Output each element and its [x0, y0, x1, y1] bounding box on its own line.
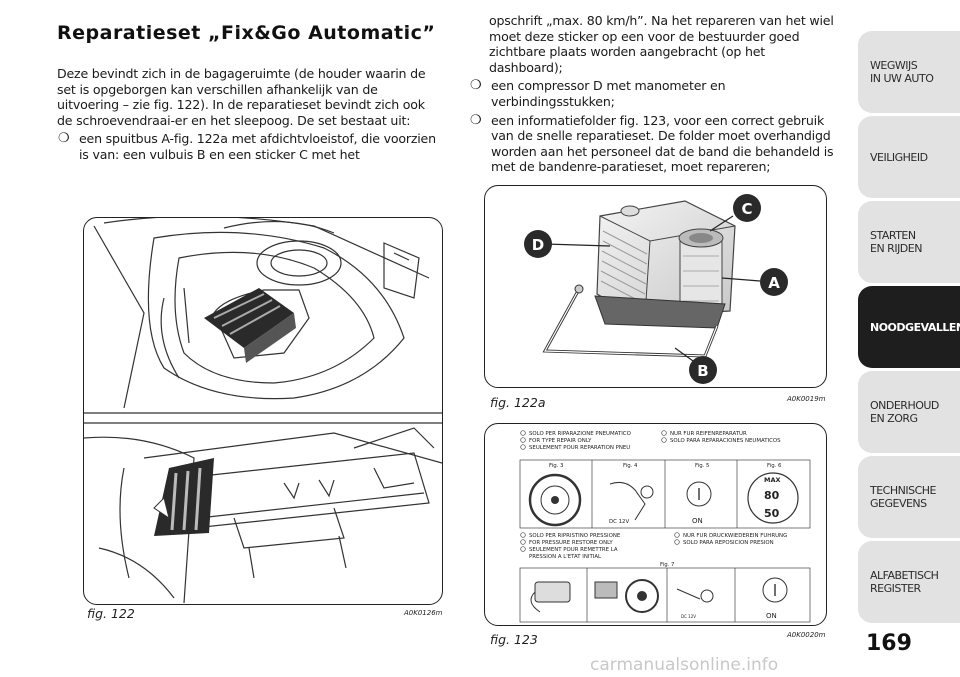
repair-kit-lower [153, 458, 214, 536]
folder-text-en: FOR TYPE REPAIR ONLY [529, 438, 592, 444]
speed-80: 80 [764, 489, 780, 502]
callout-c: C [733, 194, 761, 222]
callout-a-label: A [768, 274, 780, 292]
section-title: Reparatieset „Fix&Go Automatic” [57, 22, 436, 44]
bullet-text: een compressor D met manometer en verbin… [491, 78, 726, 109]
nav-tab-alfabetisch[interactable]: ALFABETISCH REGISTER [858, 541, 960, 623]
figure-123-caption: fig. 123 [490, 632, 538, 647]
nav-tab-veiligheid[interactable]: VEILIGHEID [858, 116, 960, 198]
dc-label-bottom: DC 12V [681, 614, 696, 619]
folder-mid-fr1: SEULEMENT POUR REMETTRE LA [529, 547, 618, 553]
bullet-item-compressor: ❍ een compressor D met manometer en verb… [469, 78, 840, 109]
nav-tab-label: TECHNISCHE GEGEVENS [870, 484, 936, 510]
on-label-bottom: ON [766, 612, 777, 620]
bullet-text: een spuitbus A-fig. 122a met afdichtvloe… [79, 131, 436, 162]
nav-tab-technische[interactable]: TECHNISCHE GEGEVENS [858, 456, 960, 538]
nav-tab-label: VEILIGHEID [870, 150, 928, 164]
bullet-item-folder: ❍ een informatiefolder fig. 123, voor ee… [469, 113, 840, 175]
nav-tab-label: STARTEN EN RIJDEN [870, 229, 922, 255]
nav-tab-onderhoud[interactable]: ONDERHOUD EN ZORG [858, 371, 960, 453]
bullet-mark: ❍ [470, 78, 482, 94]
fig4-label: Fig. 4 [623, 463, 638, 469]
folder-mid-it: SOLO PER RIPRISTINO PRESSIONE [529, 533, 621, 539]
callout-b: B [689, 356, 717, 384]
continued-paragraph: opschrift „max. 80 km/h”. Na het reparer… [489, 13, 834, 75]
intro-paragraph: Deze bevindt zich in de bagageruimte (de… [57, 66, 426, 128]
fig5-label: Fig. 5 [695, 463, 709, 469]
bullet-text: een informatiefolder fig. 123, voor een … [491, 112, 834, 175]
nav-tab-noodgevallen[interactable]: NOODGEVALLEN [858, 286, 960, 368]
figure-122-code: A0K0126m [404, 609, 443, 617]
compressor-drawing: C D A B [524, 194, 788, 384]
callout-b-label: B [697, 362, 708, 380]
chapter-navigation: WEGWIJS IN UW AUTO VEILIGHEID STARTEN EN… [858, 0, 960, 677]
folder-mid-en: FOR PRESSURE RESTORE ONLY [529, 540, 613, 546]
text-column-right: opschrift „max. 80 km/h”. Na het reparer… [469, 13, 840, 175]
text-column-left: Deze bevindt zich in de bagageruimte (de… [57, 66, 442, 163]
nav-tab-starten[interactable]: STARTEN EN RIJDEN [858, 201, 960, 283]
callout-a: A [760, 268, 788, 296]
on-label-top: ON [692, 517, 703, 525]
folder-mid-es: SOLO PARA REPOSICION PRESION [683, 540, 774, 546]
nav-tab-label: ONDERHOUD EN ZORG [870, 399, 939, 425]
nav-tab-label: ALFABETISCH REGISTER [870, 569, 939, 595]
repair-kit-upper [204, 288, 296, 363]
max-label: MAX [764, 476, 781, 484]
dc-label-top: DC 12V [609, 519, 629, 525]
folder-text-es: SOLO PARA REPARACIONES NEUMATICOS [670, 438, 781, 444]
callout-d-label: D [532, 236, 544, 254]
figure-123-info-folder: SOLO PER RIPARAZIONE PNEUMATICO FOR TYPE… [484, 423, 827, 626]
callout-d: D [524, 230, 552, 258]
bullet-item-spray-can: ❍ een spuitbus A-fig. 122a met afdichtvl… [57, 131, 442, 162]
folder-mid-fr2: PRESSION A L'ETAT INITIAL [529, 554, 601, 560]
figure-122-caption: fig. 122 [87, 606, 135, 621]
folder-text-fr: SEULEMENT POUR REPARATION PNEU [529, 445, 630, 451]
folder-mid-de: NUR FUR DRUCKWIEDEREIN FUHRUNG [683, 533, 787, 539]
watermark: carmanualsonline.info [590, 655, 779, 675]
fig6-label: Fig. 6 [767, 463, 782, 469]
page-number: 169 [866, 631, 912, 656]
nav-tab-label: NOODGEVALLEN [870, 320, 960, 334]
figure-122-trunk-illustration [83, 217, 443, 605]
fig3-label: Fig. 3 [549, 463, 563, 469]
folder-text-it: SOLO PER RIPARAZIONE PNEUMATICO [529, 431, 631, 437]
fig7-label: Fig. 7 [660, 562, 674, 568]
speed-50: 50 [764, 507, 780, 520]
folder-text-de: NUR FUR REIFENREPARATUR [670, 431, 747, 437]
figure-122a-compressor: C D A B [484, 185, 827, 388]
bullet-mark: ❍ [470, 112, 482, 128]
figure-123-code: A0K0020m [787, 631, 826, 639]
figure-122a-caption: fig. 122a [490, 395, 546, 410]
trunk-drawing [84, 218, 442, 604]
figure-122a-code: A0K0019m [787, 395, 826, 403]
nav-tab-label: WEGWIJS IN UW AUTO [870, 59, 934, 85]
callout-c-label: C [741, 200, 752, 218]
nav-tab-wegwijs[interactable]: WEGWIJS IN UW AUTO [858, 31, 960, 113]
bullet-mark: ❍ [58, 131, 70, 147]
folder-drawing: SOLO PER RIPARAZIONE PNEUMATICO FOR TYPE… [519, 430, 811, 623]
